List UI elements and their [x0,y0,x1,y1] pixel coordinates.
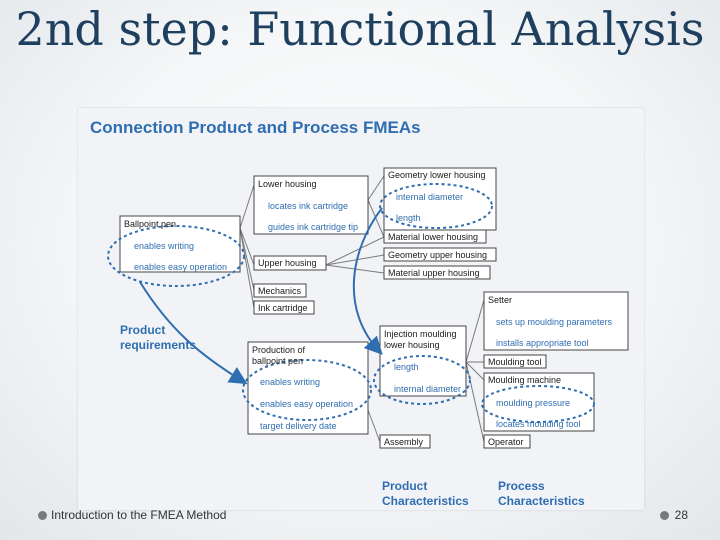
operator-label: Operator [488,437,524,447]
page-number: 28 [659,508,688,522]
material-upper-label: Material upper housing [388,268,480,278]
geometry-upper-label: Geometry upper housing [388,250,487,260]
length-label: length [396,213,421,223]
inj-length-label: length [394,362,419,372]
page-number-text: 28 [674,508,688,522]
enables-easy-label: enables easy operation [134,262,227,272]
setter-label: Setter [488,295,512,305]
box-outlines [119,167,629,449]
footer-text: Introduction to the FMEA Method [51,508,227,522]
internal-diameter-label: internal diameter [396,192,463,202]
prod-enables-easy-label: enables easy operation [260,399,353,409]
ballpoint-pen-label: Ballpoint pen [124,219,176,229]
guides-ink-label: guides ink cartridge tip [268,222,358,232]
product-requirements-line1: Product [120,323,165,337]
process-characteristics-line2: Characteristics [498,494,585,508]
geometry-lower-label: Geometry lower housing [388,170,486,180]
lower-housing-label: Lower housing [258,179,317,189]
enables-writing-label: enables writing [134,241,194,251]
prod-enables-writing-label: enables writing [260,377,320,387]
slide-title: 2nd step: Functional Analysis [15,2,705,56]
inj-internal-diameter-label: internal diameter [394,384,461,394]
flow-arrows [139,207,383,385]
slide-footer: Introduction to the FMEA Method [38,508,226,522]
connector-lines [239,175,485,443]
product-characteristics-line1: Product [382,479,427,493]
installs-tool-label: installs appropriate tool [496,338,589,348]
product-requirements-line2: requirements [120,338,196,352]
diagram-canvas: Connection Product and Process FMEAs [90,118,629,508]
upper-housing-label: Upper housing [258,258,317,268]
injection-line1: Injection moulding [384,329,457,339]
highlight-ellipses [107,183,595,423]
diagram-heading: Connection Product and Process FMEAs [90,118,421,137]
injection-line2: lower housing [384,340,440,350]
process-characteristics-line1: Process [498,479,545,493]
bullet-icon [659,511,669,520]
production-line1: Production of [252,345,306,355]
locates-ink-label: locates ink cartridge [268,201,348,211]
product-characteristics-line2: Characteristics [382,494,469,508]
bullet-icon [38,511,47,520]
assembly-label: Assembly [384,437,424,447]
ink-cartridge-label: Ink cartridge [258,303,308,313]
sets-up-label: sets up moulding parameters [496,317,613,327]
moulding-machine-label: Moulding machine [488,375,561,385]
moulding-tool-label: Moulding tool [488,357,542,367]
mechanics-label: Mechanics [258,286,302,296]
locates-tool-label: locates moulding tool [496,419,581,429]
target-delivery-label: target delivery date [260,421,337,431]
fmea-connection-diagram: Connection Product and Process FMEAs [78,108,644,510]
moulding-pressure-label: moulding pressure [496,398,570,408]
material-lower-label: Material lower housing [388,232,478,242]
production-line2: ballpoint pen [252,356,303,366]
